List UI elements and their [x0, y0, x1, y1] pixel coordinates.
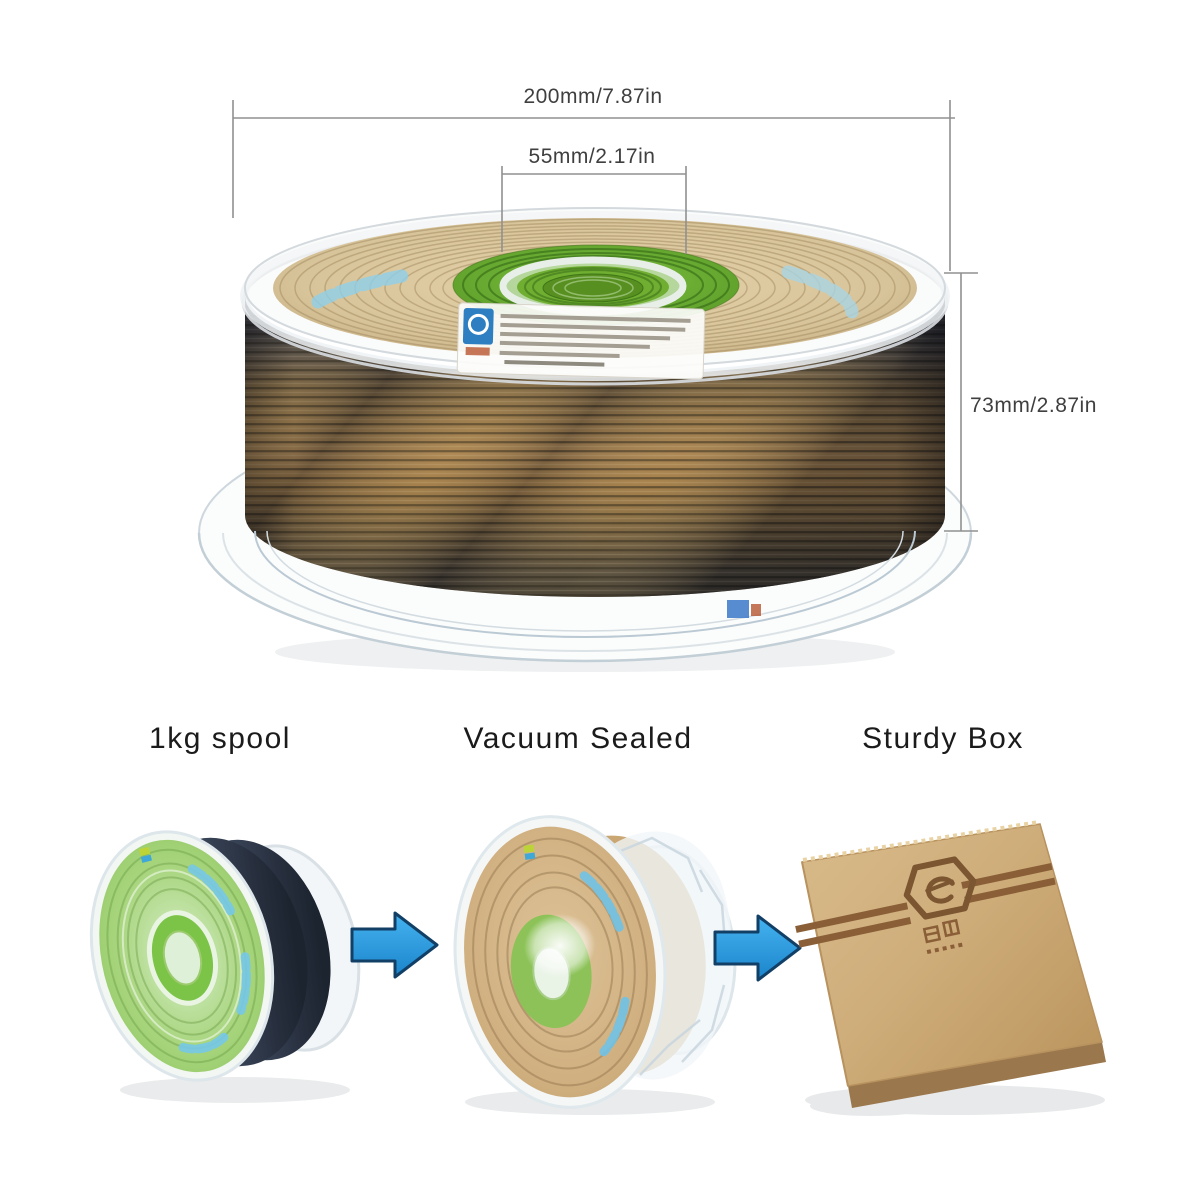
- feature-label-sturdy-box: Sturdy Box: [862, 722, 1024, 755]
- vacuum-print-arcs: [579, 871, 630, 1057]
- hub-diameter-text: 55mm/2.17in: [529, 145, 656, 168]
- spool-label-sticker: [456, 302, 706, 380]
- arrow-right-icon: [350, 911, 439, 979]
- spool-1kg-logo-icon: [138, 846, 151, 857]
- feature-label-1kg-spool: 1kg spool: [149, 722, 291, 755]
- vacuum-sealed-image: [453, 815, 737, 1115]
- spool-height-text: 73mm/2.87in: [970, 394, 1097, 417]
- bottom-rim-sticker: [727, 600, 761, 618]
- arrow-right-icon: [713, 914, 802, 982]
- box-logo-icon: [903, 856, 977, 955]
- box-top-face: [801, 823, 1103, 1087]
- dimension-lines: [232, 100, 978, 532]
- box-bottom-face: [848, 1042, 1106, 1108]
- label-text-lines: [499, 313, 691, 367]
- bottom-flange-rim: [197, 532, 973, 663]
- feature-label-vacuum-sealed: Vacuum Sealed: [463, 722, 692, 755]
- box-stripes: [795, 862, 1056, 948]
- spool-1kg-front-face: [89, 830, 275, 1082]
- box-brand-subtext: [926, 942, 963, 955]
- hub-hole: [542, 273, 644, 303]
- flange-print-left: [311, 269, 409, 309]
- vacuum-glare: [523, 913, 596, 978]
- spool-1kg-print-arcs: [178, 864, 251, 1054]
- vacuum-logo-icon: [523, 844, 535, 853]
- spool-1kg-shadow: [120, 1077, 350, 1103]
- main-spool-photo: [197, 207, 973, 672]
- spool-1kg-image: [89, 830, 361, 1103]
- box-brand-marks: [922, 918, 961, 944]
- flange-print-right: [781, 265, 859, 319]
- label-logo-icon: [462, 308, 494, 345]
- sturdy-box-image: [795, 820, 1106, 1116]
- vacuum-front-face: [453, 815, 667, 1109]
- outer-diameter-text: 200mm/7.87in: [523, 85, 662, 108]
